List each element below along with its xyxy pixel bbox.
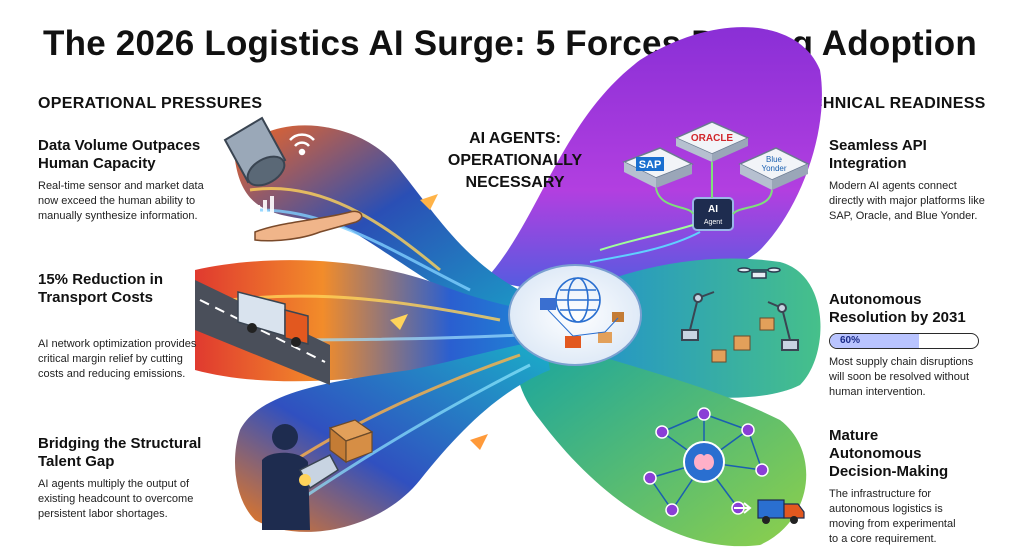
center-label-line-3: NECESSARY (465, 174, 565, 191)
progress-fill (830, 334, 919, 348)
sap-label: SAP (639, 159, 662, 171)
blue-yonder-label-2: Yonder (761, 164, 786, 173)
ai-chip-label-1: AI (708, 204, 718, 215)
center-label-line-2: OPERATIONALLY (447, 152, 583, 169)
oracle-tile: ORACLE (674, 121, 750, 162)
blue-yonder-tile: Blue Yonder (738, 147, 810, 190)
center-label-line-1: AI AGENTS: (469, 130, 561, 147)
person-icon (262, 424, 310, 530)
center-label: AI AGENTS: OPERATIONALLY NECESSARY (430, 128, 600, 194)
data-stream (235, 125, 540, 330)
adoption-progress-bar: 60% (829, 333, 979, 349)
truck-icon (237, 291, 309, 347)
progress-label: 60% (840, 335, 861, 346)
robot-arm-icon (298, 454, 339, 490)
blue-yonder-label-1: Blue (766, 155, 783, 164)
box-icon (328, 419, 374, 464)
wifi-icon (289, 133, 315, 156)
ai-chip-label-2: Agent (704, 219, 722, 226)
brain-network-icon (643, 407, 769, 517)
sap-tile: SAP (622, 147, 694, 188)
technical-readiness-heading: TECHNICAL READINESS (790, 95, 986, 112)
robot-arm-icon (681, 291, 799, 351)
road-icon (195, 280, 330, 385)
page-title: The 2026 Logistics AI Surge: 5 Forces Dr… (43, 24, 977, 63)
central-hub (508, 264, 642, 366)
pipe-icon (223, 116, 287, 187)
operational-pressures-heading: OPERATIONAL PRESSURES (38, 95, 263, 112)
drone-icon (737, 267, 781, 279)
delivery-truck-icon (734, 499, 805, 524)
oracle-label: ORACLE (691, 133, 734, 144)
ai-chip-icon: AI Agent (692, 197, 734, 231)
hand-icon (254, 210, 363, 242)
